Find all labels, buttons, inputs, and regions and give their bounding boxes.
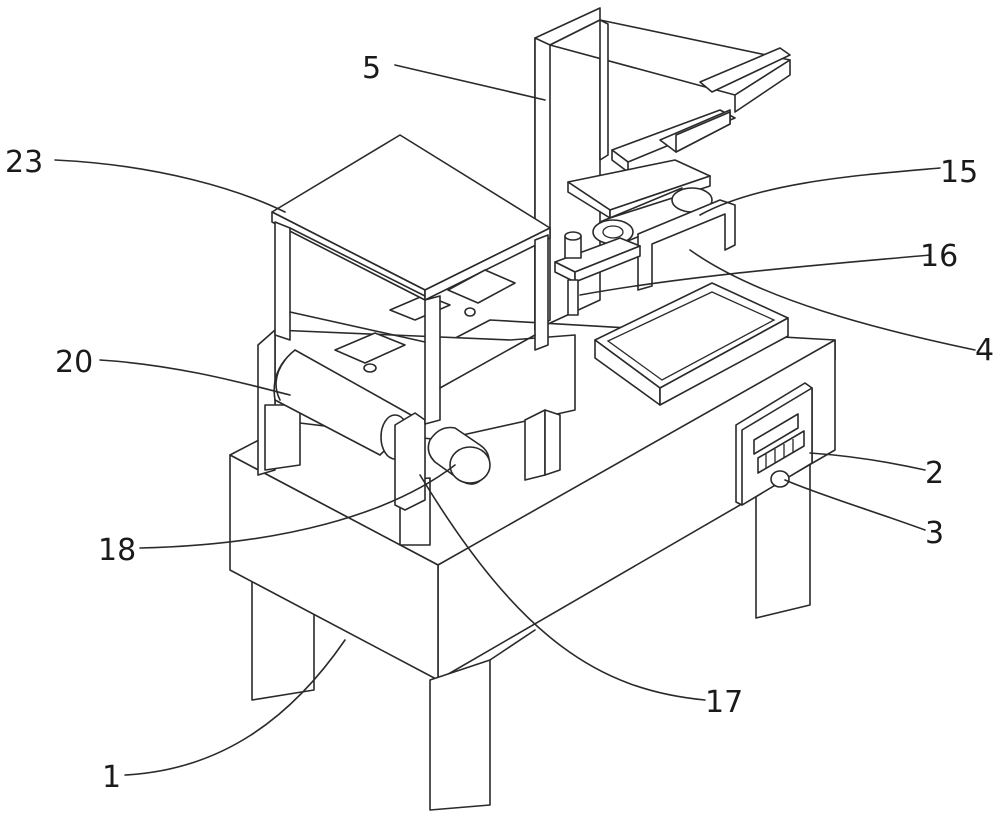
- control-panel: [735, 382, 813, 506]
- motor-bracket: [394, 412, 426, 511]
- label-3: 3: [925, 516, 944, 551]
- control-knob: [770, 470, 790, 488]
- label-2: 2: [925, 456, 944, 491]
- table-leg-front: [429, 659, 491, 811]
- leader-lines: [54, 64, 976, 776]
- label-20: 20: [55, 345, 93, 380]
- drive-motor: [394, 412, 491, 511]
- hood-leg-front: [424, 295, 441, 425]
- leader-17: [419, 474, 706, 701]
- workpiece: [334, 332, 406, 364]
- label-23: 23: [5, 145, 43, 180]
- leader-15: [699, 167, 941, 216]
- label-4: 4: [975, 333, 994, 368]
- label-17: 17: [705, 685, 743, 720]
- label-16: 16: [920, 239, 958, 274]
- display-screen: [753, 413, 799, 455]
- label-18: 18: [98, 533, 136, 568]
- part-labels: 5 23 15 16 4 20 2 3 18 17 1: [5, 51, 994, 795]
- press-head: [554, 159, 736, 316]
- leader-2: [809, 452, 926, 471]
- leader-5: [394, 64, 546, 101]
- leader-23: [54, 159, 286, 213]
- guide-frame: [637, 199, 736, 291]
- upright-frame: [534, 7, 791, 331]
- punch-rod: [567, 279, 579, 316]
- leader-4: [689, 249, 976, 351]
- hood-leg-left: [274, 221, 291, 341]
- motor-face: [449, 446, 491, 484]
- collection-tray: [594, 282, 789, 406]
- hood-top: [271, 134, 551, 291]
- label-1: 1: [102, 760, 121, 795]
- hood-leg-right: [534, 234, 549, 351]
- label-15: 15: [940, 155, 978, 190]
- leader-3: [784, 479, 926, 531]
- press-plate: [447, 269, 516, 304]
- left-foot: [264, 404, 301, 471]
- leader-18: [139, 464, 456, 549]
- leader-16: [579, 254, 931, 296]
- extension-bar: [699, 47, 791, 93]
- leader-1: [124, 639, 346, 776]
- leader-20: [99, 359, 291, 396]
- label-5: 5: [362, 51, 381, 86]
- top-hood: [271, 134, 551, 425]
